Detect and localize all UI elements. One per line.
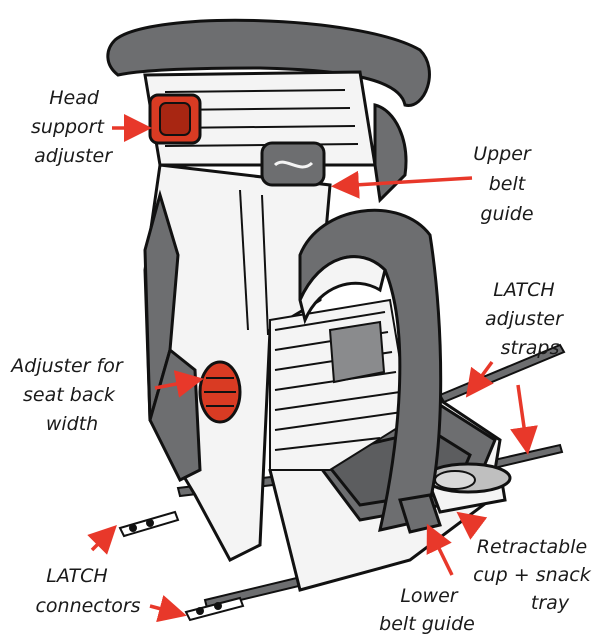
latch-connector-upper bbox=[120, 512, 178, 536]
arrow-latch-strap-right bbox=[518, 385, 527, 448]
label-cup-tray: Retractable cup + snack tray bbox=[473, 536, 597, 614]
label-head-support: Head support adjuster bbox=[31, 87, 113, 167]
label-latch-connectors: LATCH connectors bbox=[35, 565, 140, 617]
cup-snack-tray bbox=[426, 464, 510, 512]
label-upper-belt-guide: Upper belt guide bbox=[473, 143, 537, 225]
arrow-latch-connector-upper bbox=[92, 530, 112, 550]
arrow-upper-belt-guide bbox=[338, 178, 472, 186]
arrow-latch-connector-lower bbox=[150, 606, 180, 614]
label-lower-belt-guide: Lower belt guide bbox=[379, 585, 475, 635]
label-seat-back-width: Adjuster for seat back width bbox=[9, 355, 128, 435]
arrow-cup-tray bbox=[462, 516, 478, 528]
head-support-adjuster bbox=[150, 95, 200, 143]
upper-belt-guide bbox=[262, 143, 324, 185]
seat-back-width-adjuster bbox=[200, 362, 240, 422]
label-latch-straps: LATCH adjuster straps bbox=[485, 279, 569, 359]
